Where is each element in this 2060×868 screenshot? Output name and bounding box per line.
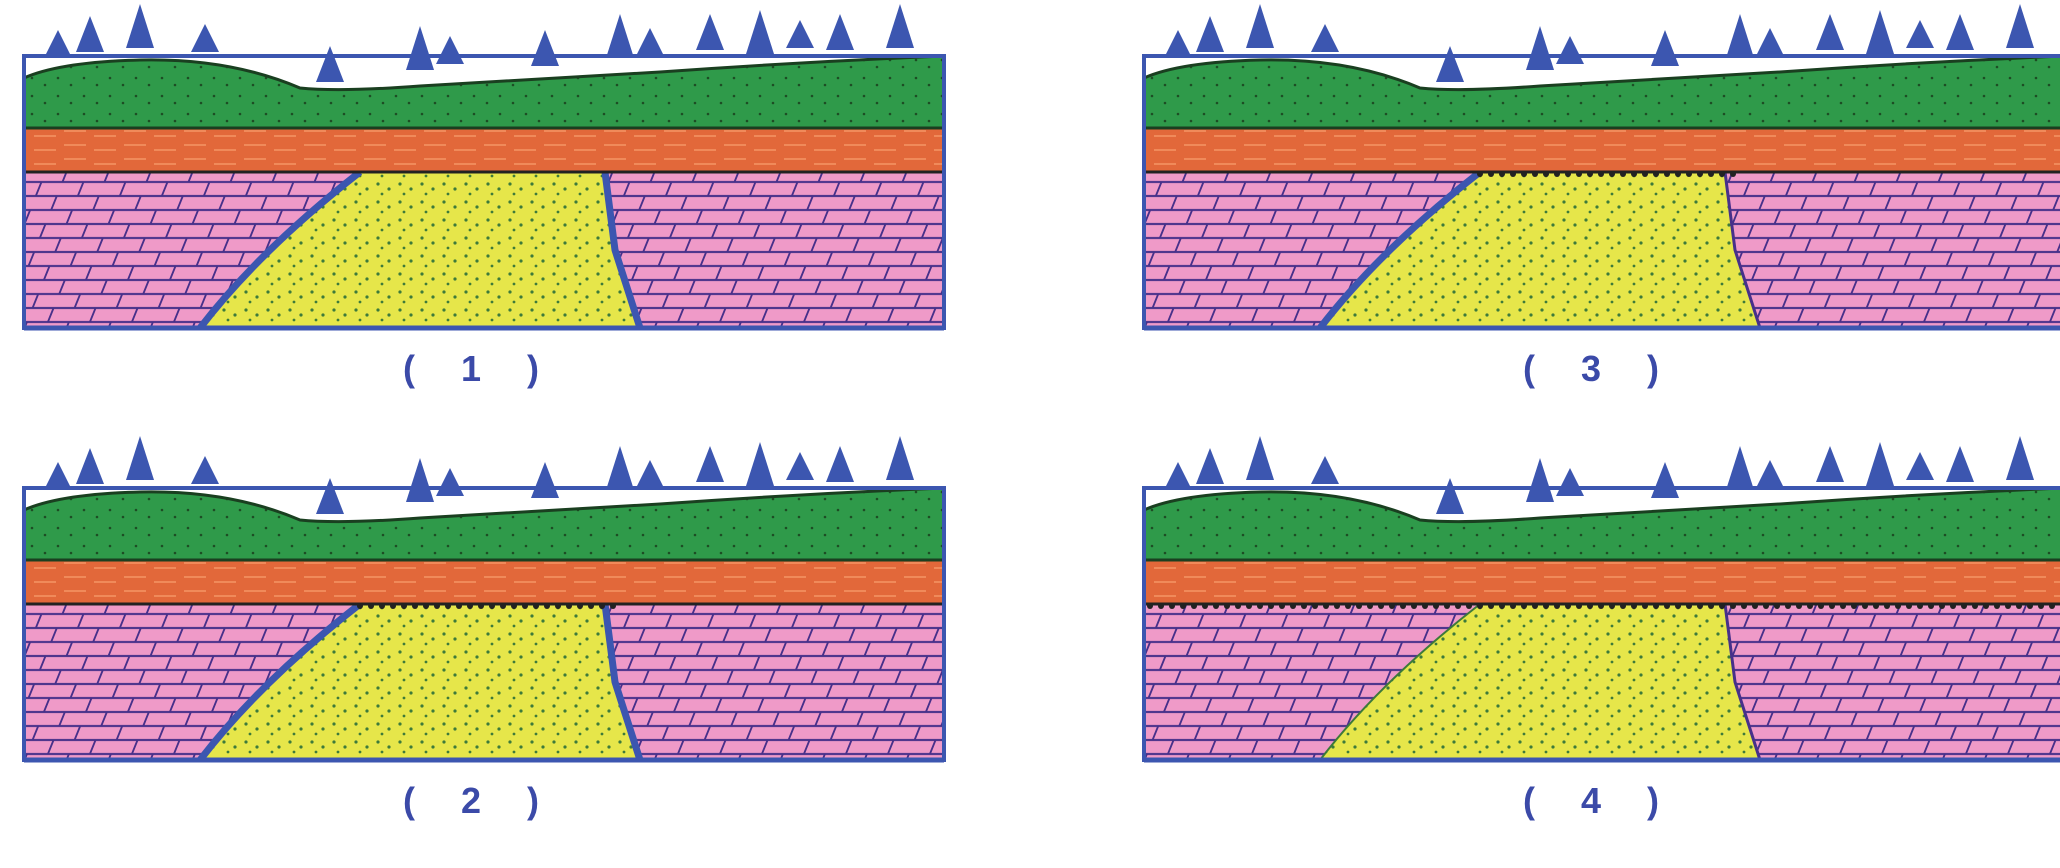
pine-tree-icon bbox=[636, 460, 664, 488]
panel-3: ( 3 ) bbox=[1120, 0, 2060, 400]
pine-tree-icon bbox=[76, 448, 104, 484]
pine-tree-icon bbox=[1866, 442, 1894, 486]
pine-tree-icon bbox=[636, 28, 664, 56]
pine-tree-icon bbox=[1311, 24, 1339, 52]
soil-layer bbox=[24, 128, 944, 172]
pine-tree-icon bbox=[606, 446, 634, 490]
pine-tree-icon bbox=[746, 442, 774, 486]
pine-tree-icon bbox=[316, 478, 344, 514]
pine-tree-icon bbox=[1311, 456, 1339, 484]
pine-tree-icon bbox=[786, 452, 814, 480]
panel-2: ( 2 ) bbox=[0, 432, 1000, 832]
cross-section-2 bbox=[0, 432, 1000, 832]
pine-tree-icon bbox=[1906, 452, 1934, 480]
pine-tree-icon bbox=[1526, 458, 1554, 502]
pine-tree-icon bbox=[826, 446, 854, 482]
pine-tree-icon bbox=[1651, 30, 1679, 66]
pine-tree-icon bbox=[44, 462, 72, 490]
pine-tree-icon bbox=[1164, 462, 1192, 490]
vegetation-layer bbox=[1144, 56, 2060, 128]
pine-tree-icon bbox=[1651, 462, 1679, 498]
pine-tree-icon bbox=[826, 14, 854, 50]
pine-tree-icon bbox=[1556, 36, 1584, 64]
pine-tree-icon bbox=[76, 16, 104, 52]
pine-tree-icon bbox=[1246, 4, 1274, 48]
pine-tree-icon bbox=[1866, 10, 1894, 54]
pine-tree-icon bbox=[696, 446, 724, 482]
panel-1: ( 1 ) bbox=[0, 0, 1000, 400]
soil-layer bbox=[1144, 560, 2060, 604]
pine-tree-icon bbox=[1756, 28, 1784, 56]
pine-tree-icon bbox=[1906, 20, 1934, 48]
pine-tree-icon bbox=[1164, 30, 1192, 58]
vegetation-layer bbox=[1144, 488, 2060, 560]
vegetation-layer bbox=[24, 488, 944, 560]
pine-tree-icon bbox=[406, 26, 434, 70]
panel-4: ( 4 ) bbox=[1120, 432, 2060, 832]
pine-tree-icon bbox=[191, 24, 219, 52]
cross-section-3 bbox=[1120, 0, 2060, 400]
pine-tree-icon bbox=[1246, 436, 1274, 480]
pine-tree-icon bbox=[886, 4, 914, 48]
pine-tree-icon bbox=[1436, 478, 1464, 514]
pine-tree-icon bbox=[531, 462, 559, 498]
pine-tree-icon bbox=[2006, 436, 2034, 480]
pine-tree-icon bbox=[1726, 14, 1754, 58]
pine-tree-icon bbox=[746, 10, 774, 54]
pine-tree-icon bbox=[191, 456, 219, 484]
pine-tree-icon bbox=[436, 468, 464, 496]
panel-caption: ( 3 ) bbox=[1120, 348, 2060, 390]
pine-tree-icon bbox=[126, 4, 154, 48]
pine-tree-icon bbox=[1726, 446, 1754, 490]
pine-tree-icon bbox=[1556, 468, 1584, 496]
pine-tree-icon bbox=[436, 36, 464, 64]
pine-tree-icon bbox=[1196, 16, 1224, 52]
vegetation-layer bbox=[24, 56, 944, 128]
pine-tree-icon bbox=[1816, 14, 1844, 50]
pine-tree-icon bbox=[1196, 448, 1224, 484]
pine-tree-icon bbox=[1816, 446, 1844, 482]
pine-tree-icon bbox=[1946, 446, 1974, 482]
pine-tree-icon bbox=[1946, 14, 1974, 50]
pine-tree-icon bbox=[1436, 46, 1464, 82]
cross-section-1 bbox=[0, 0, 1000, 400]
pine-tree-icon bbox=[606, 14, 634, 58]
pine-tree-icon bbox=[886, 436, 914, 480]
soil-layer bbox=[24, 560, 944, 604]
pine-tree-icon bbox=[126, 436, 154, 480]
pine-tree-icon bbox=[786, 20, 814, 48]
panel-caption: ( 1 ) bbox=[0, 348, 960, 390]
pine-tree-icon bbox=[1756, 460, 1784, 488]
panel-caption: ( 4 ) bbox=[1120, 780, 2060, 822]
pine-tree-icon bbox=[316, 46, 344, 82]
pine-tree-icon bbox=[1526, 26, 1554, 70]
pine-tree-icon bbox=[696, 14, 724, 50]
soil-layer bbox=[1144, 128, 2060, 172]
pine-tree-icon bbox=[406, 458, 434, 502]
pine-tree-icon bbox=[44, 30, 72, 58]
pine-tree-icon bbox=[2006, 4, 2034, 48]
pine-tree-icon bbox=[531, 30, 559, 66]
panel-caption: ( 2 ) bbox=[0, 780, 960, 822]
cross-section-4 bbox=[1120, 432, 2060, 832]
